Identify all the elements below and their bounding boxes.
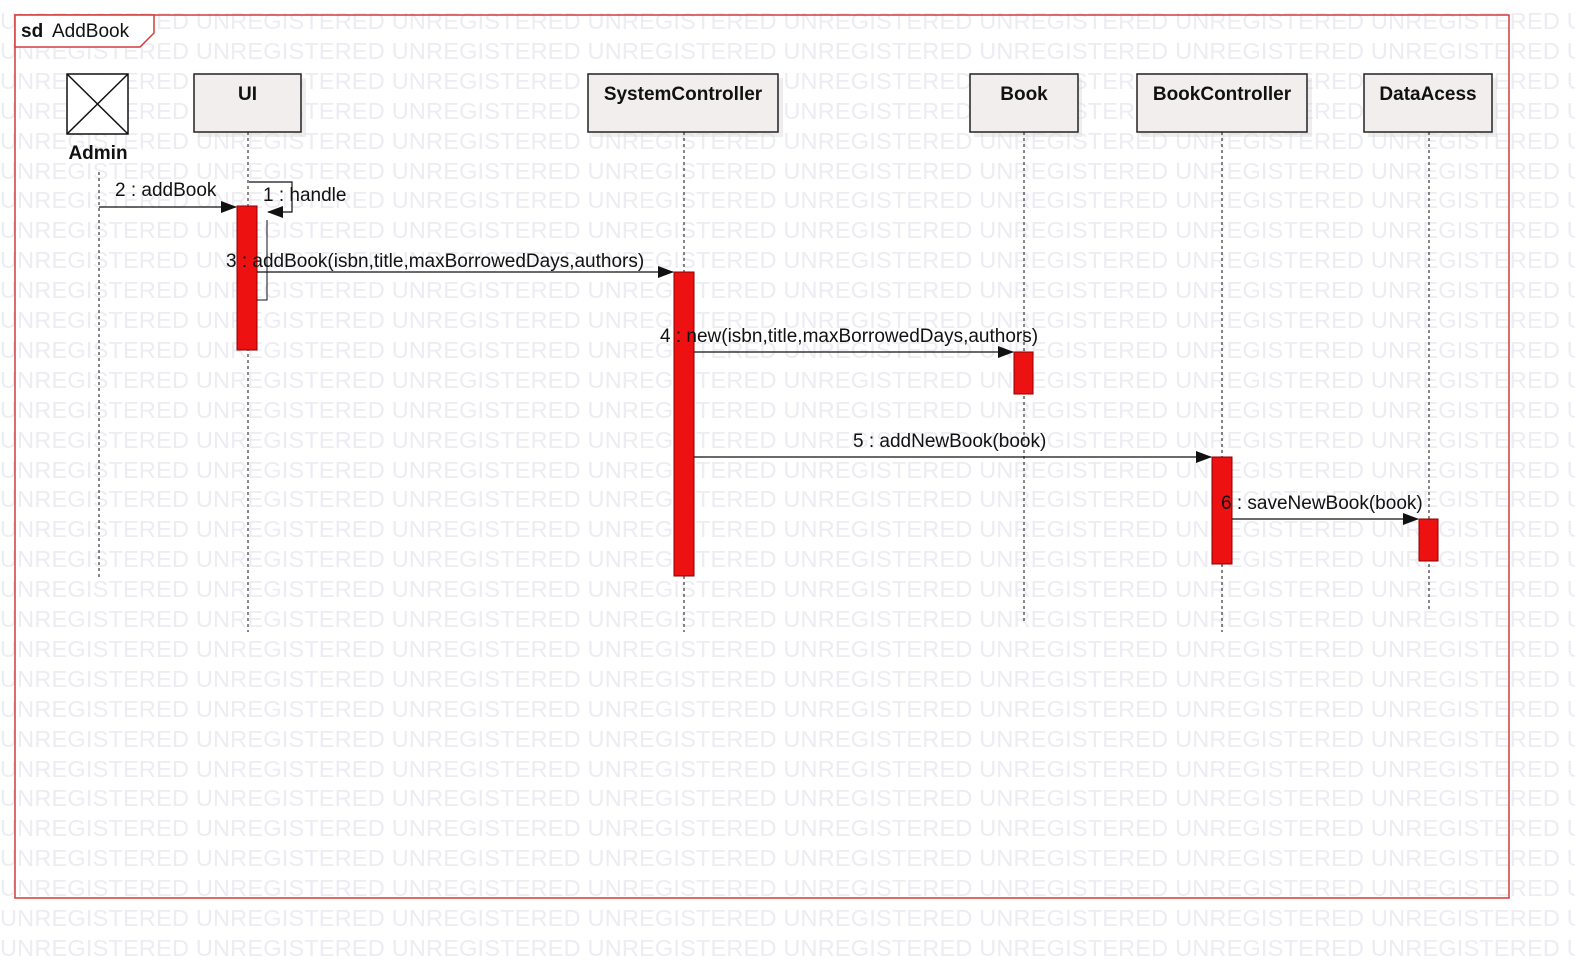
lifeline-data-access[interactable]: DataAcess: [1363, 73, 1497, 612]
message-save-new-book[interactable]: 6 : saveNewBook(book): [1221, 493, 1423, 525]
message-handle[interactable]: 1 : handle: [249, 181, 346, 218]
activation-book: [1013, 351, 1034, 395]
activation-system-controller: [673, 271, 695, 577]
lifeline-box: [1136, 73, 1308, 133]
activations: [236, 205, 1439, 577]
message-new-book[interactable]: 4 : new(isbn,title,maxBorrowedDays,autho…: [660, 326, 1038, 358]
message-add-book-params[interactable]: 3 : addBook(isbn,title,maxBorrowedDays,a…: [226, 251, 674, 278]
message-label: 2 : addBook: [115, 180, 217, 201]
message-add-book[interactable]: 2 : addBook: [99, 180, 237, 213]
message-arrow: [249, 181, 293, 218]
message-label: 4 : new(isbn,title,maxBorrowedDays,autho…: [660, 326, 1038, 347]
lifeline-label: DataAcess: [1379, 84, 1476, 105]
lifeline-label: BookController: [1153, 84, 1292, 105]
self-call-bracket: [257, 220, 268, 301]
lifeline-box: [587, 73, 779, 133]
lifeline-box: [1363, 73, 1493, 133]
frame: sd AddBook: [14, 14, 1510, 899]
lifeline-system-controller[interactable]: SystemController: [587, 73, 783, 632]
frame-title: AddBook: [52, 21, 130, 42]
frame-border: [14, 14, 1510, 899]
lifeline-label: SystemController: [604, 84, 763, 105]
message-add-new-book[interactable]: 5 : addNewBook(book): [694, 431, 1212, 463]
message-label: 3 : addBook(isbn,title,maxBorrowedDays,a…: [226, 251, 644, 272]
activation-data-access: [1418, 518, 1439, 562]
lifeline-ui[interactable]: UI: [193, 73, 306, 632]
lifeline-book-controller[interactable]: BookController: [1136, 73, 1312, 632]
actor-label: Admin: [68, 143, 127, 164]
activation-book-controller: [1211, 456, 1233, 565]
actor-admin[interactable]: Admin: [66, 73, 129, 577]
frame-tab: [14, 14, 155, 48]
lifeline-box: [193, 73, 302, 133]
lifeline-label: UI: [238, 84, 257, 105]
frame-kind: sd: [21, 21, 43, 42]
activation-ui: [236, 205, 258, 351]
message-label: 1 : handle: [263, 185, 346, 206]
message-label: 5 : addNewBook(book): [853, 431, 1046, 452]
lifeline-label: Book: [1000, 84, 1048, 105]
lifeline-book[interactable]: Book: [969, 73, 1082, 622]
message-label: 6 : saveNewBook(book): [1221, 493, 1423, 514]
